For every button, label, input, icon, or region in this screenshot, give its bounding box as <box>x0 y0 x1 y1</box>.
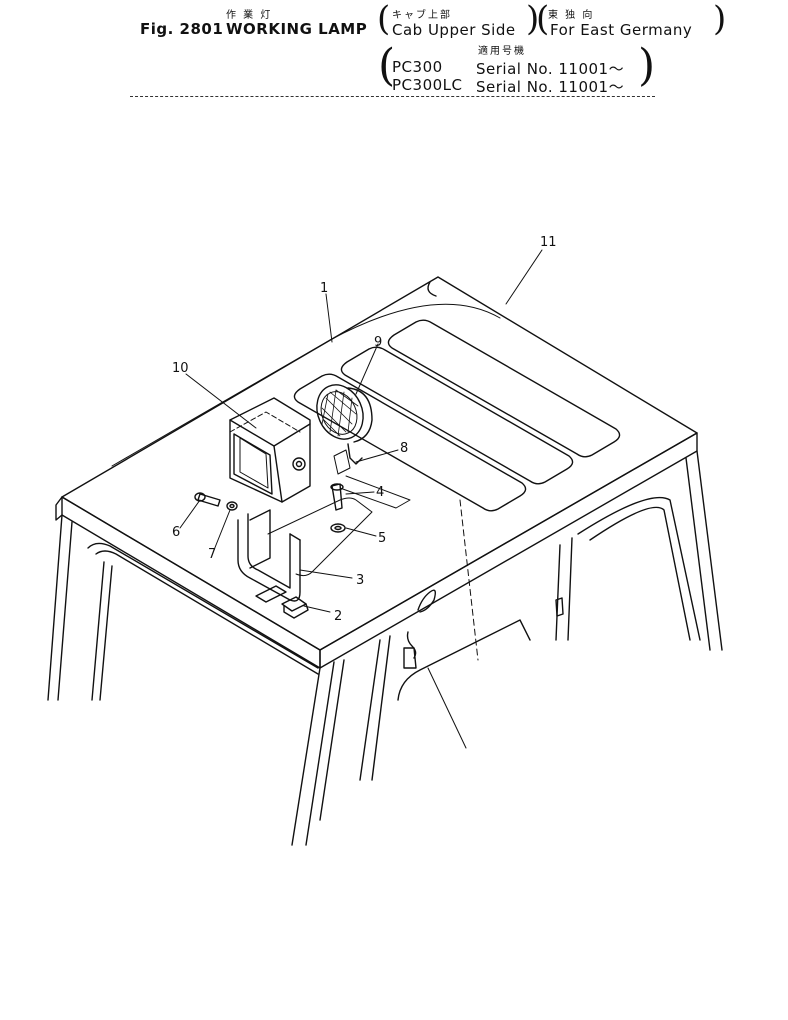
roof-ribs <box>293 319 621 512</box>
switch-part-2 <box>255 585 309 619</box>
header-rule <box>130 96 655 97</box>
fasteners <box>194 449 411 533</box>
cab-frame <box>47 450 723 846</box>
lamp-housing-part-10 <box>229 397 311 503</box>
figure-title: WORKING LAMP <box>226 20 368 38</box>
model-2: PC300LC <box>392 76 463 94</box>
leader-lines <box>179 249 543 749</box>
jp-location: キャブ上部 <box>392 10 452 21</box>
callout-6: 6 <box>172 525 180 540</box>
jp-applicable: 適用号機 <box>478 46 526 57</box>
callout-7: 7 <box>208 547 216 562</box>
callout-2: 2 <box>334 609 342 624</box>
jp-region: 東 独 向 <box>548 10 595 21</box>
callout-8: 8 <box>400 441 408 456</box>
callout-9: 9 <box>374 335 382 350</box>
bracket-part-3 <box>237 497 373 602</box>
model-1: PC300 <box>392 58 443 76</box>
location-label: Cab Upper Side <box>392 21 516 39</box>
jp-title: 作 業 灯 <box>226 10 273 21</box>
callout-labels: 1 2 3 4 5 6 7 8 9 10 11 <box>172 235 557 624</box>
region-label: For East Germany <box>550 21 693 39</box>
serial-2: Serial No. 11001～ <box>476 78 625 96</box>
callout-5: 5 <box>378 531 386 546</box>
work-lamp-part-9 <box>316 384 373 465</box>
callout-1: 1 <box>320 281 328 296</box>
callout-3: 3 <box>356 573 364 588</box>
callout-11: 11 <box>540 235 557 250</box>
callout-4: 4 <box>376 485 384 500</box>
paren-open-models: ( <box>378 40 396 91</box>
harness-wire <box>403 589 564 669</box>
paren-open-location: ( <box>377 0 391 39</box>
figure-header: 作 業 灯 キャブ上部 東 独 向 Fig. 2801 WORKING LAMP… <box>0 0 788 100</box>
callout-10: 10 <box>172 361 189 376</box>
figure-number: Fig. 2801 <box>140 20 224 38</box>
paren-close-region: ) <box>713 0 727 39</box>
paren-open-region: ( <box>536 0 550 39</box>
paren-close-location: ) <box>526 0 540 39</box>
paren-close-models: ) <box>638 40 656 91</box>
serial-1: Serial No. 11001～ <box>476 60 625 78</box>
